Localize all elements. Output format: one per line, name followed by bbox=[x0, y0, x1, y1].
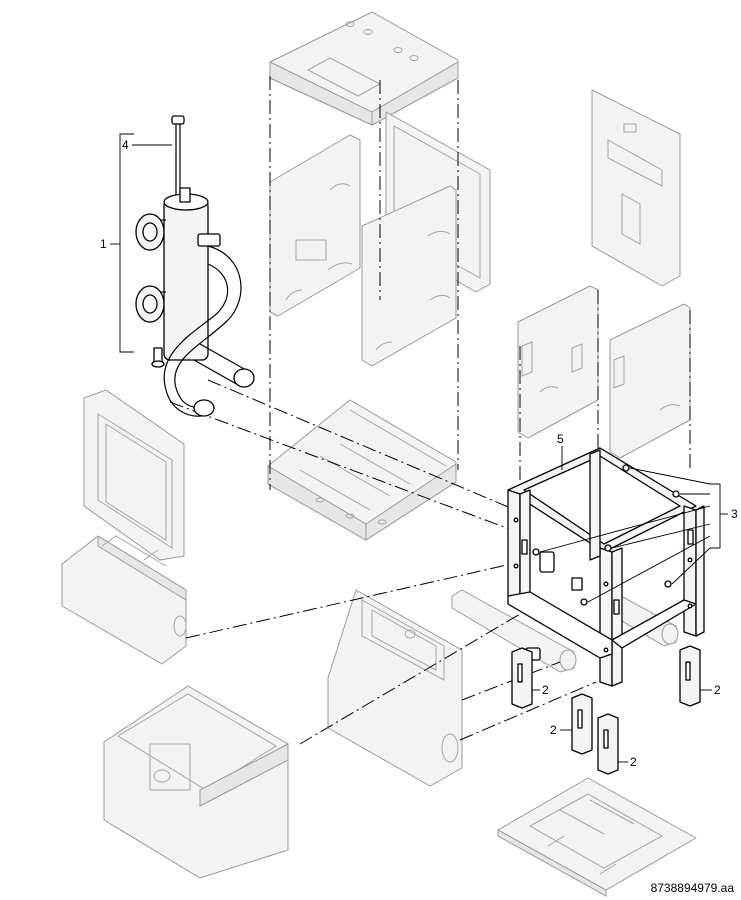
front-housing-center bbox=[327, 589, 463, 787]
foot-4 bbox=[597, 713, 619, 775]
document-number: 8738894979.aa bbox=[651, 881, 735, 895]
base-plate bbox=[497, 777, 697, 897]
base-tray bbox=[267, 399, 457, 541]
leader-lines bbox=[110, 133, 728, 763]
callout-4: 4 bbox=[122, 138, 129, 152]
top-cover bbox=[269, 11, 459, 126]
mounting-frame bbox=[507, 447, 705, 687]
callout-2-d: 2 bbox=[630, 755, 637, 769]
right-rear-panel bbox=[591, 89, 681, 287]
callout-1: 1 bbox=[100, 237, 107, 251]
foot-2 bbox=[679, 645, 701, 707]
foot-1 bbox=[511, 647, 533, 709]
assembly-lines bbox=[169, 76, 691, 745]
hydraulic-separator bbox=[135, 115, 255, 417]
callout-labels: 1 4 5 3 2 2 2 2 bbox=[100, 138, 738, 769]
foot-3 bbox=[571, 693, 593, 755]
left-side-panel bbox=[269, 134, 361, 317]
inner-side-panel-left bbox=[517, 285, 599, 439]
front-panel-upper bbox=[83, 389, 185, 561]
inner-side-panel-right bbox=[609, 303, 691, 459]
front-housing-lower bbox=[103, 685, 289, 879]
clips bbox=[532, 464, 680, 606]
callout-2-b: 2 bbox=[714, 683, 721, 697]
callout-2-a: 2 bbox=[542, 683, 549, 697]
lower-cover-left bbox=[61, 535, 187, 665]
callout-3: 3 bbox=[731, 507, 738, 521]
center-side-panel bbox=[361, 185, 457, 367]
callout-5: 5 bbox=[557, 432, 564, 446]
callout-2-c: 2 bbox=[550, 723, 557, 737]
